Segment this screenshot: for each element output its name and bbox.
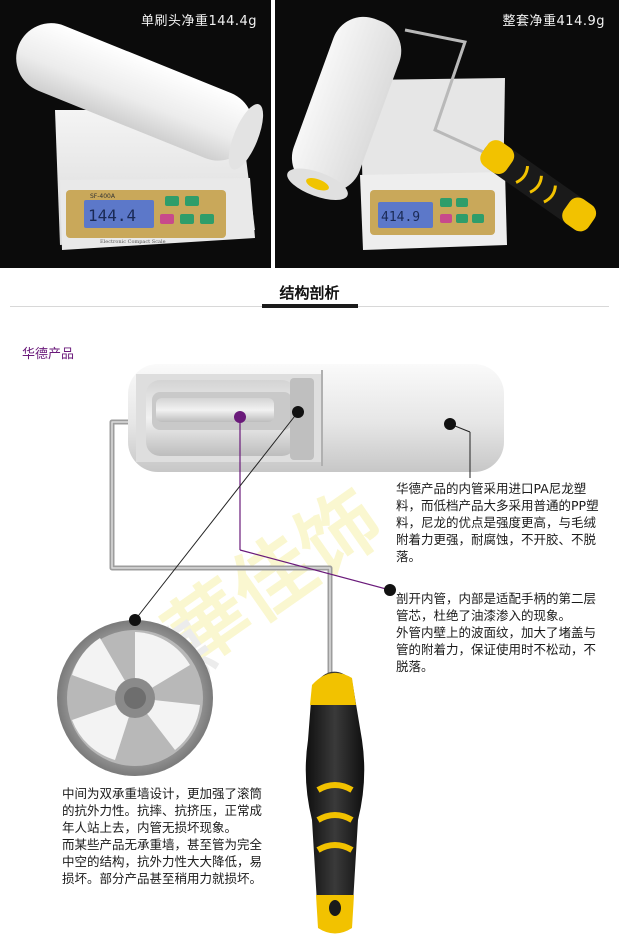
- note-left-text-1: 中间为双承重墙设计，更加强了滚筒的抗外力性。抗摔、抗挤压，正常成年人站上去，内管…: [62, 786, 263, 835]
- note-inner-core: 剖开内管，内部是适配手柄的第二层管芯，杜绝了油漆渗入的现象。 外管内壁上的波面纹…: [396, 590, 602, 675]
- photo-full-set: 414.9 整套净重414.9g: [275, 0, 619, 268]
- note-cut-text-1: 剖开内管，内部是适配手柄的第二层管芯，杜绝了油漆渗入的现象。: [396, 591, 597, 623]
- callout-pa-tube: [444, 418, 471, 478]
- section-title: 结构剖析: [279, 284, 340, 302]
- callout-inner-core: [234, 411, 396, 596]
- scale-reading-full: 414.9: [381, 210, 420, 225]
- note-pa-text: 华德产品的内管采用进口PA尼龙塑料，而低档产品大多采用普通的PP塑料，尼龙的优点…: [396, 481, 599, 564]
- title-divider-accent: [262, 304, 358, 308]
- scale-brand: Electronic Compact Scale: [100, 239, 166, 245]
- photo-caption-single: 单刷头净重144.4g: [141, 14, 257, 29]
- note-cut-text-2: 外管内壁上的波面纹，加大了堵盖与管的附着力，保证使用时不松动，不脱落。: [396, 625, 597, 674]
- scale-model: SF-400A: [90, 193, 116, 200]
- brand-label: 华德产品: [22, 347, 75, 362]
- cross-section-disc: [57, 620, 213, 776]
- inner-core: [156, 398, 274, 422]
- handle: [305, 671, 365, 934]
- note-pa-nylon-tube: 华德产品的内管采用进口PA尼龙塑料，而低档产品大多采用普通的PP塑料，尼龙的优点…: [396, 480, 608, 565]
- photo-caption-full: 整套净重414.9g: [502, 14, 605, 29]
- roller-cross-section-diagram: 華佳饰 华德: [57, 364, 504, 934]
- photo-single-roller: 144.4 SF-400A Electronic Compact Scale 单…: [0, 0, 271, 268]
- scale-with-roller-illustration: 144.4 SF-400A Electronic Compact Scale: [16, 23, 264, 250]
- note-left-text-2: 而某些产品无承重墙，甚至管为完全中空的结构，抗外力性大大降低，易损坏。部分产品甚…: [62, 837, 263, 886]
- callout-disc: [129, 406, 304, 626]
- scale-with-full-roller-illustration: 414.9: [287, 16, 597, 250]
- scale-reading: 144.4: [88, 206, 136, 225]
- note-load-wall: 中间为双承重墙设计，更加强了滚筒的抗外力性。抗摔、抗挤压，正常成年人站上去，内管…: [62, 785, 270, 887]
